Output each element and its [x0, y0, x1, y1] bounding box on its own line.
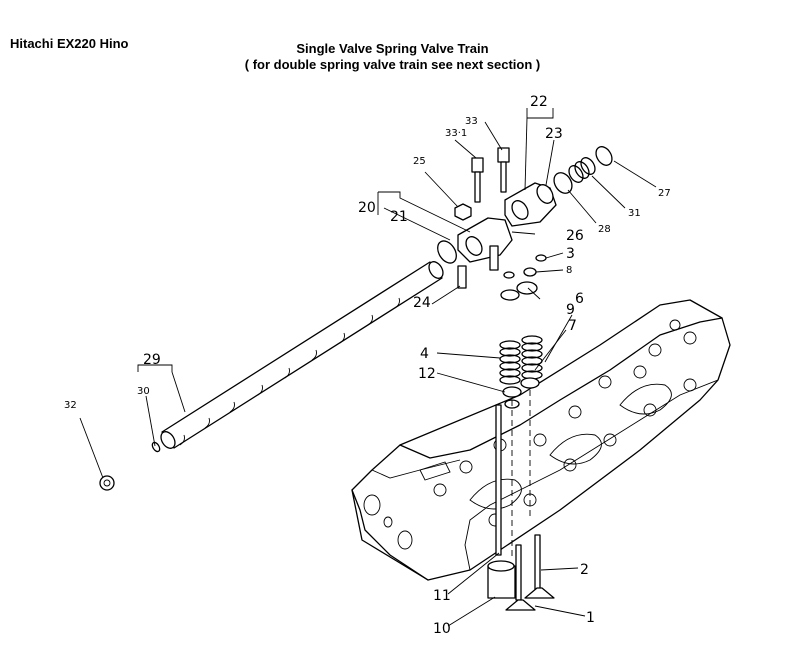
- callout-25: 25: [413, 156, 426, 167]
- callout-12: 12: [418, 366, 436, 382]
- callout-8: 8: [566, 265, 572, 276]
- callout-33: 33: [465, 116, 478, 127]
- callout-30: 30: [137, 386, 150, 397]
- callout-1: 1: [586, 610, 595, 626]
- valve-springs: [499, 335, 543, 560]
- callout-28: 28: [598, 224, 611, 235]
- callout-32: 32: [64, 400, 77, 411]
- rocker-shaft: [99, 261, 444, 491]
- machine-label: Hitachi EX220 Hino: [10, 36, 129, 51]
- callout-24: 24: [413, 295, 431, 311]
- diagram-title-block: Single Valve Spring Valve Train ( for do…: [0, 41, 785, 73]
- callout-9: 9: [566, 302, 575, 318]
- leader-lines: [79, 108, 657, 627]
- callout-10: 10: [433, 621, 451, 637]
- cylinder-head: [351, 299, 731, 581]
- callout-31: 31: [628, 208, 641, 219]
- callout-3: 3: [566, 246, 575, 262]
- callout-11: 11: [433, 588, 451, 604]
- callout-21: 21: [390, 209, 408, 225]
- callout-2: 2: [580, 562, 589, 578]
- valves: [487, 404, 555, 611]
- callout-numbers: 1 2 3 4 6 7 8 9 10 11 12 20 21 22 23 24 …: [64, 94, 671, 637]
- callout-29: 29: [143, 352, 161, 368]
- callout-22: 22: [530, 94, 548, 110]
- diagram-subtitle: ( for double spring valve train see next…: [244, 57, 541, 72]
- callout-4: 4: [420, 346, 429, 362]
- diagram-title: Single Valve Spring Valve Train: [296, 41, 489, 56]
- rocker-arms: [437, 146, 613, 301]
- callout-27: 27: [658, 188, 671, 199]
- callout-26: 26: [566, 228, 584, 244]
- callout-7: 7: [568, 318, 577, 334]
- callout-23: 23: [545, 126, 563, 142]
- callout-20: 20: [358, 200, 376, 216]
- callout-33-1: 33·1: [445, 128, 467, 139]
- callout-6: 6: [575, 291, 584, 307]
